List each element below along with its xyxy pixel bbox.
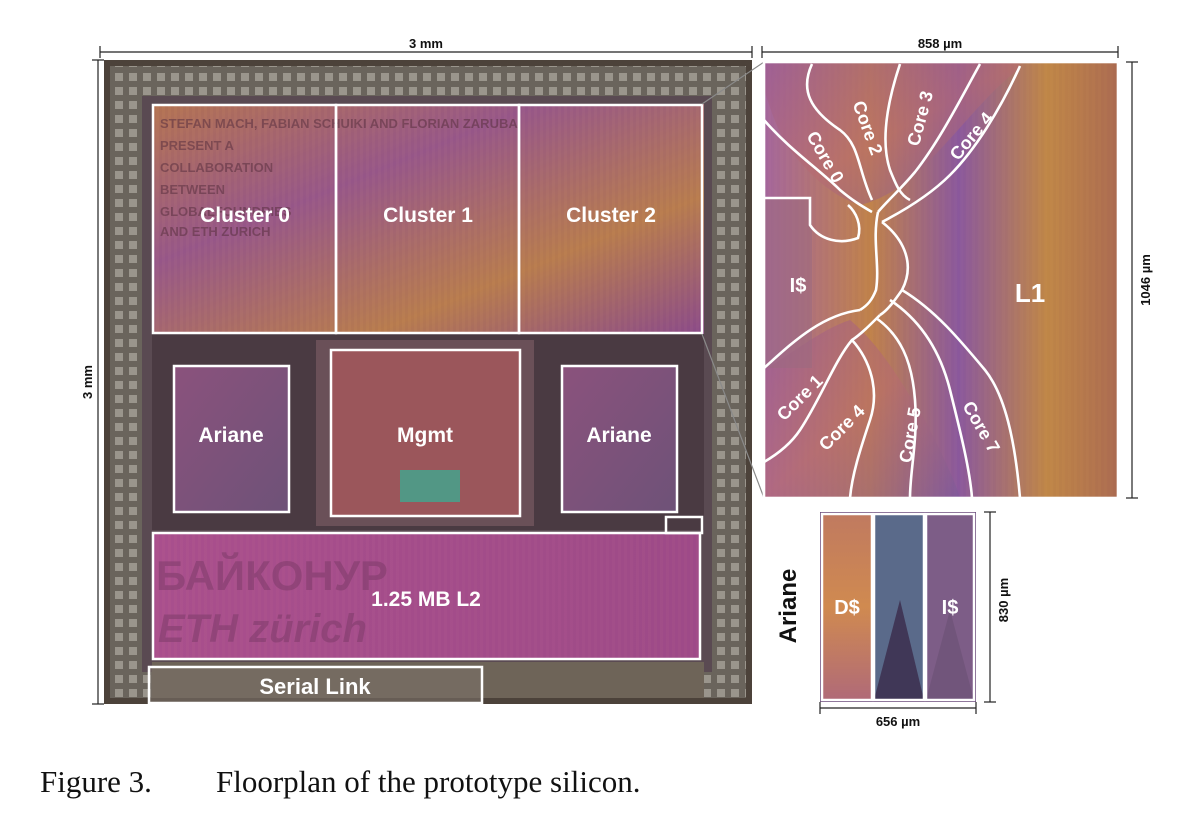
ariane-width-label: 656 µm <box>876 714 920 729</box>
cluster-width-label: 858 µm <box>918 36 962 51</box>
l2-label: 1.25 MB L2 <box>371 588 481 611</box>
chip-height-label: 3 mm <box>80 365 95 399</box>
ariane-dcache-label: D$ <box>834 597 860 619</box>
ariane-detail: D$ I$ <box>820 512 976 702</box>
ariane-detail-title: Ariane <box>775 569 802 644</box>
cluster-detail: Core 0 Core 2 Core 3 Core 4 I$ L1 Core 1… <box>762 60 1120 500</box>
watermark-credit-line: AND ETH ZURICH <box>160 224 271 239</box>
mgmt-block: Mgmt <box>329 348 522 518</box>
watermark-credit-line: COLLABORATION <box>160 160 273 175</box>
chip-height-dimension: 3 mm <box>80 59 104 705</box>
ariane-width-dimension: 656 µm <box>819 702 977 729</box>
watermark-credit-line: BETWEEN <box>160 182 225 197</box>
cluster-0-label: Cluster 0 <box>200 204 290 227</box>
cluster-width-dimension: 858 µm <box>761 36 1119 58</box>
watermark-eth-logo: ETH zürich <box>158 607 367 651</box>
l2-block: 1.25 MB L2 <box>151 515 704 661</box>
ariane-left-block: Ariane <box>172 364 291 514</box>
caption-text: Floorplan of the prototype silicon. <box>216 764 641 799</box>
figure-caption: Figure 3. Floorplan of the prototype sili… <box>40 764 640 800</box>
core-boundaries <box>762 60 1120 500</box>
ariane-icache-label: I$ <box>942 597 959 619</box>
ariane-right-label: Ariane <box>586 424 651 447</box>
watermark-credit-line: GLOBALFOUNDRIES <box>160 204 292 219</box>
serial-link-label: Serial Link <box>259 674 371 699</box>
serial-link-block: Serial Link <box>147 665 484 705</box>
cluster-2-block: Cluster 2 <box>517 103 704 335</box>
chip-width-label: 3 mm <box>409 36 443 51</box>
ariane-left-label: Ariane <box>198 424 263 447</box>
chip-width-dimension: 3 mm <box>99 36 753 58</box>
icache-label: I$ <box>790 275 807 297</box>
ariane-height-label: 830 µm <box>996 578 1011 622</box>
zoom-connector <box>701 61 765 499</box>
die-watermark: STEFAN MACH, FABIAN SCHUIKI AND FLORIAN … <box>156 116 518 651</box>
ariane-height-dimension: 830 µm <box>984 511 1011 703</box>
watermark-credit-line: PRESENT A <box>160 138 235 153</box>
mgmt-label: Mgmt <box>397 424 453 447</box>
watermark-credit-line: STEFAN MACH, FABIAN SCHUIKI AND FLORIAN … <box>160 116 518 131</box>
cluster-2-label: Cluster 2 <box>566 204 656 227</box>
ariane-right-block: Ariane <box>560 364 679 514</box>
watermark-cyrillic: БАЙКОНУР <box>156 551 388 599</box>
cluster-1-label: Cluster 1 <box>383 204 473 227</box>
cluster-height-dimension: 1046 µm <box>1126 61 1153 499</box>
figure-number: Figure 3. <box>40 764 152 799</box>
l1-label: L1 <box>1015 278 1045 308</box>
cluster-height-label: 1046 µm <box>1138 254 1153 306</box>
